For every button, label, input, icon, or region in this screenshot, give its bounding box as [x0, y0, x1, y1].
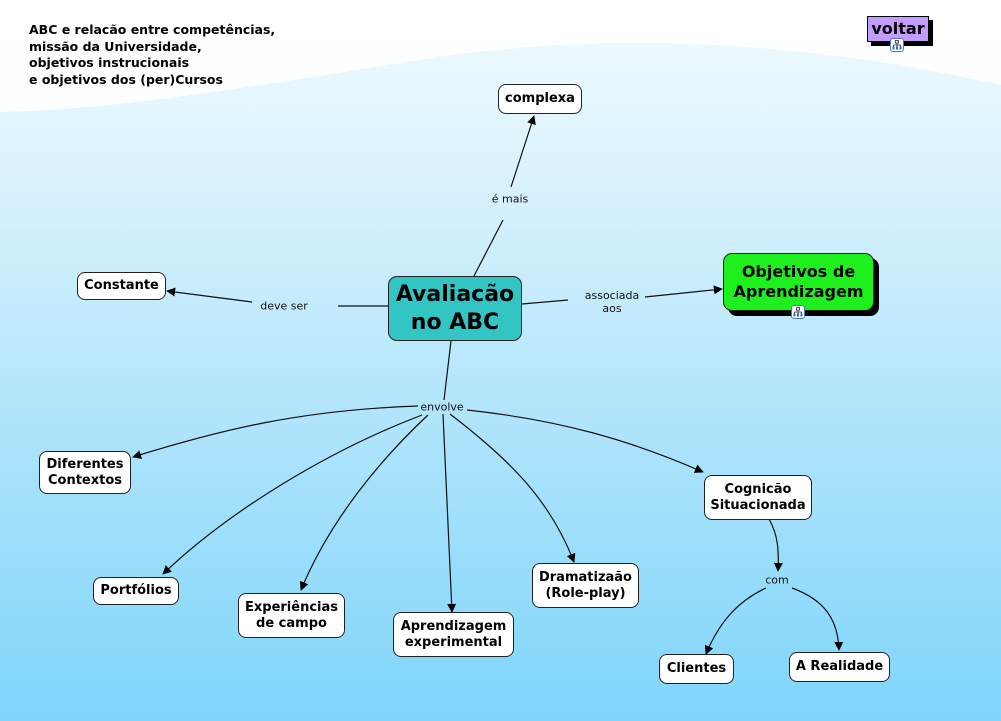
concept-label: Portfólios — [100, 583, 172, 598]
concept-a-realidade[interactable]: A Realidade — [789, 652, 890, 682]
back-button-label: voltar — [871, 19, 925, 38]
link-envolve-dramatizacao — [449, 413, 576, 563]
link-associada-objetivos — [644, 285, 723, 298]
concept-label: complexa — [505, 91, 575, 106]
link-envolve-diferentes — [132, 405, 419, 459]
hierarchy-icon — [892, 40, 902, 50]
concept-clientes[interactable]: Clientes — [659, 654, 734, 684]
linking-phrase-deve-ser[interactable]: deve ser — [260, 299, 308, 313]
submap-icon[interactable] — [791, 305, 805, 319]
link-com-realidade — [791, 587, 844, 651]
hierarchy-icon — [793, 307, 803, 317]
concept-objetivos-de-aprendizagem[interactable]: Objetivos de Aprendizagem — [723, 253, 874, 311]
submap-icon[interactable] — [890, 38, 904, 52]
link-envolve-aprendizagem — [442, 413, 457, 613]
concept-label: Dramatizaão (Role-play) — [538, 569, 632, 601]
link-e-mais-complexa — [510, 115, 536, 188]
link-deve-ser-constante — [166, 287, 253, 303]
linking-phrase-com[interactable]: com — [765, 573, 789, 587]
linking-phrase-e-mais[interactable]: é mais — [491, 192, 529, 206]
central-concept[interactable]: Avaliacão no ABC — [388, 276, 522, 341]
linking-phrase-envolve[interactable]: envolve — [420, 400, 464, 414]
link-cognicao-com — [768, 518, 783, 572]
link-central-associada — [521, 299, 569, 305]
concept-aprendizagem-experimental[interactable]: Aprendizagem experimental — [393, 612, 514, 657]
linking-phrase-associada-aos[interactable]: associada aos — [584, 289, 640, 315]
concept-experiencias-de-campo[interactable]: Experiências de campo — [238, 593, 345, 638]
concept-constante[interactable]: Constante — [77, 272, 166, 300]
link-com-clientes — [704, 587, 767, 655]
concept-label: Cognicão Situacionada — [710, 481, 806, 513]
concept-label: Diferentes Contextos — [46, 456, 124, 488]
concept-label: Experiências de campo — [245, 599, 338, 631]
link-envolve-experiencias — [299, 414, 429, 591]
link-envolve-portfolios — [162, 414, 423, 575]
concept-label: Constante — [84, 278, 159, 293]
map-title: ABC e relacão entre competências, missão… — [29, 22, 276, 87]
back-button[interactable]: voltar — [867, 16, 929, 42]
link-envolve-cognicao — [466, 409, 704, 473]
concept-label: Aprendizagem experimental — [400, 618, 507, 650]
concept-label: Objetivos de Aprendizagem — [733, 262, 864, 301]
concept-diferentes-contextos[interactable]: Diferentes Contextos — [39, 451, 131, 494]
concept-label: Clientes — [666, 661, 727, 676]
concept-portfolios[interactable]: Portfólios — [93, 577, 179, 605]
concept-label: A Realidade — [795, 659, 884, 674]
concept-complexa[interactable]: complexa — [498, 84, 582, 114]
link-central-envolve — [443, 340, 452, 401]
concept-cognicao-situacionada[interactable]: Cognicão Situacionada — [704, 475, 812, 520]
central-concept-label: Avaliacão no ABC — [395, 281, 515, 335]
link-central-e-mais — [473, 219, 504, 277]
concept-dramatizacao[interactable]: Dramatizaão (Role-play) — [532, 563, 639, 608]
